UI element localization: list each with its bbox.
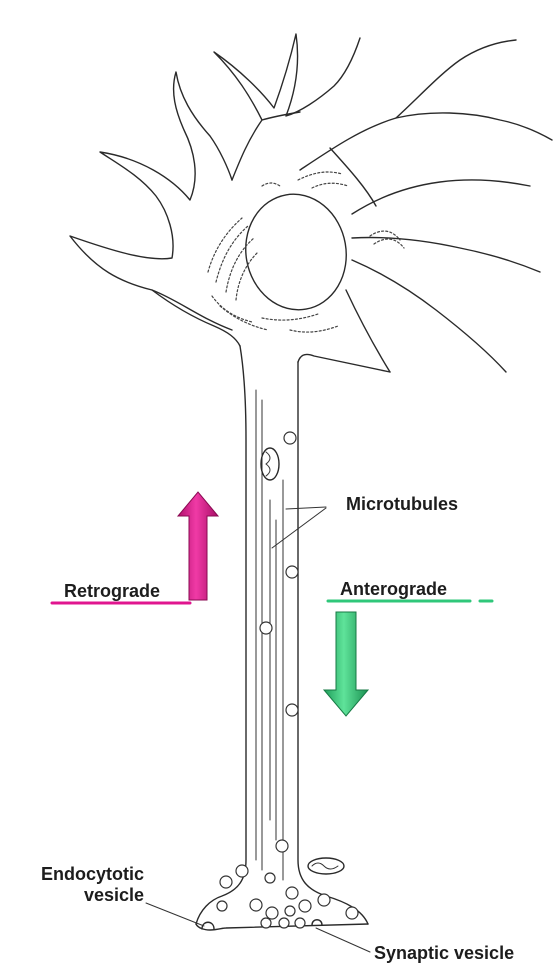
retrograde-label: Retrograde xyxy=(64,582,160,600)
terminal-vesicles xyxy=(217,865,358,928)
nucleus xyxy=(237,186,356,318)
anterograde-label: Anterograde xyxy=(340,580,447,598)
retrograde-arrow-icon xyxy=(178,492,218,600)
terminal-mitochondrion xyxy=(308,858,344,874)
microtubules-label: Microtubules xyxy=(346,495,458,513)
cell-body-outline xyxy=(70,34,552,372)
endocytotic-vesicle-label: Endocytotic vesicle xyxy=(24,864,144,906)
axonal-vesicles xyxy=(260,432,298,852)
endocytotic-label-line2: vesicle xyxy=(24,885,144,906)
endocytotic-label-line1: Endocytotic xyxy=(24,864,144,885)
synaptic-vesicle-label: Synaptic vesicle xyxy=(374,944,514,962)
leader-lines xyxy=(146,507,370,952)
anterograde-arrow-icon xyxy=(324,612,368,716)
mitochondrion xyxy=(261,448,279,480)
synaptic-vesicle xyxy=(312,920,322,925)
